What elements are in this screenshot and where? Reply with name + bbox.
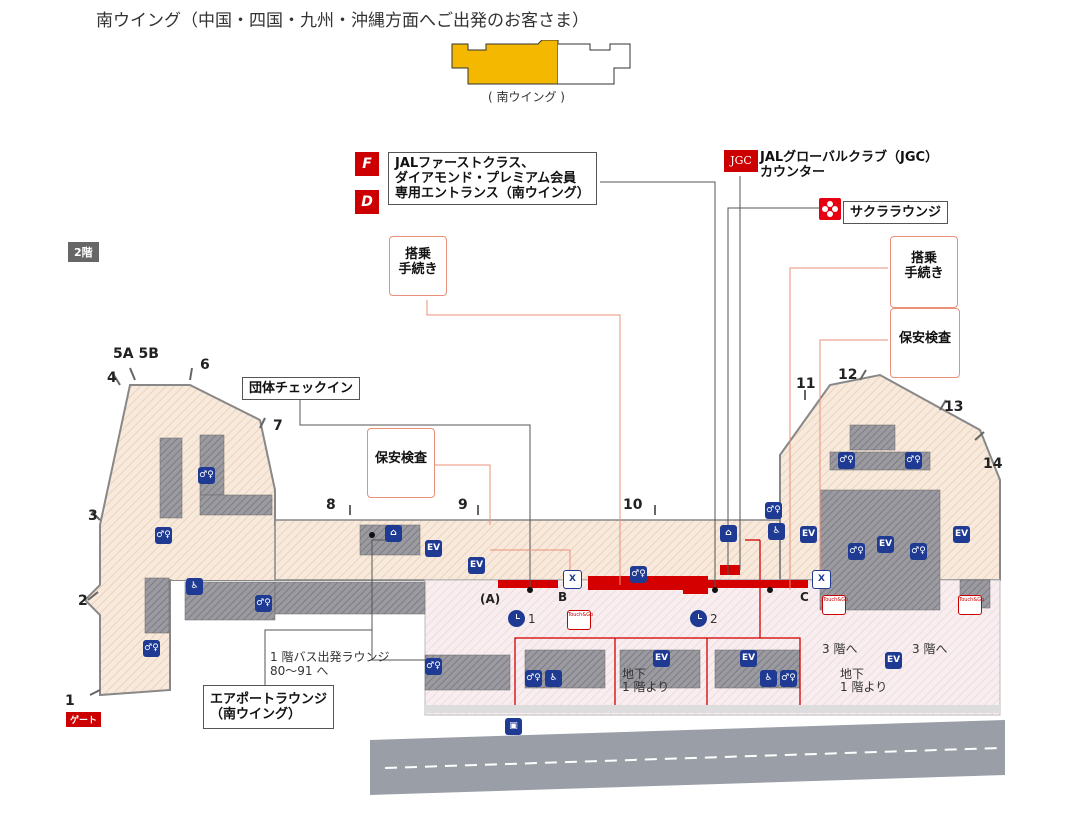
- gate-5: 5A 5B: [113, 346, 159, 362]
- counter-b: B: [558, 590, 568, 604]
- sakura-lounge-logo-icon: [819, 198, 841, 220]
- touch-and-go-icon: Touch&Go: [822, 595, 848, 615]
- clock-1-label: 1: [528, 612, 536, 626]
- wing-caption: ( 南ウイング ): [488, 90, 565, 104]
- gate-12: 12: [838, 367, 858, 383]
- gate-4: 4: [107, 370, 117, 386]
- restroom-icon: ♂♀: [905, 452, 922, 469]
- gate-11: 11: [796, 376, 816, 392]
- elevator-icon: EV: [653, 650, 670, 667]
- counter-c: C: [800, 590, 809, 604]
- gate-2: 2: [78, 593, 88, 609]
- lounge-icon: ⌂: [385, 525, 402, 542]
- lounge-icon: ⌂: [720, 525, 737, 542]
- elevator-icon: EV: [740, 650, 757, 667]
- restroom-icon: ♂♀: [525, 670, 542, 687]
- wheelchair-icon: ♿: [186, 578, 203, 595]
- gate-14: 14: [983, 456, 1003, 472]
- wing-locator-map: [451, 40, 631, 85]
- wheelchair-icon: ♿: [545, 670, 562, 687]
- kiosk-icon: X: [812, 570, 831, 589]
- counter-a: (A): [480, 592, 501, 606]
- restroom-icon: ♂♀: [780, 670, 797, 687]
- restroom-icon: ♂♀: [198, 467, 215, 484]
- gate-8: 8: [326, 497, 336, 513]
- checkin-counters: [498, 565, 808, 594]
- gate-6: 6: [200, 357, 210, 373]
- bus-icon: ▣: [505, 718, 522, 735]
- gate-1: 1: [65, 693, 75, 709]
- touch-and-go-icon: Touch&Go: [958, 595, 984, 615]
- road: [370, 720, 1005, 795]
- gate-7: 7: [273, 418, 283, 434]
- restroom-icon: ♂♀: [143, 640, 160, 657]
- kiosk-icon: X: [563, 570, 582, 589]
- floor3-label-1: 3 階へ: [822, 642, 858, 656]
- bus-lounge-label: 1 階バス出発ラウンジ 80〜91 へ: [270, 650, 390, 678]
- jgc-logo-icon: JGC: [724, 150, 758, 172]
- airport-lounge-callout: エアポートラウンジ （南ウイング）: [203, 685, 335, 729]
- restroom-icon: ♂♀: [630, 566, 647, 583]
- restroom-icon: ♂♀: [255, 595, 272, 612]
- restroom-icon: ♂♀: [155, 527, 172, 544]
- security-left-callout: 保安検査: [367, 428, 435, 498]
- wheelchair-icon: ♿: [768, 523, 785, 540]
- elevator-icon: EV: [885, 652, 902, 669]
- gate-3: 3: [88, 508, 98, 524]
- checkin-right-callout: 搭乗 手続き: [890, 236, 958, 308]
- leader-lines: [264, 176, 820, 685]
- elevator-icon: EV: [468, 557, 485, 574]
- gate-badge: ゲート: [66, 712, 102, 727]
- first-class-logo-icon: F: [355, 152, 379, 176]
- elevator-icon: EV: [800, 526, 817, 543]
- restroom-icon: ♂♀: [848, 543, 865, 560]
- touch-and-go-icon: Touch&Go: [567, 610, 593, 630]
- page-title: 南ウイング（中国・四国・九州・沖縄方面へご出発のお客さま）: [96, 11, 589, 31]
- restroom-icon: ♂♀: [765, 502, 782, 519]
- security-right-callout: 保安検査: [890, 308, 960, 378]
- diamond-premier-logo-icon: D: [355, 190, 379, 214]
- wheelchair-icon: ♿: [760, 670, 777, 687]
- orange-leaders: [426, 267, 888, 590]
- jgc-counter-callout: JALグローバルクラブ（JGC） カウンター: [760, 150, 939, 180]
- clock-2-label: 2: [710, 612, 718, 626]
- restroom-icon: ♂♀: [425, 658, 442, 675]
- gate-9: 9: [458, 497, 468, 513]
- restroom-icon: ♂♀: [910, 543, 927, 560]
- sakura-lounge-callout: サクララウンジ: [843, 201, 949, 224]
- gate-13: 13: [944, 399, 964, 415]
- elevator-icon: EV: [877, 536, 894, 553]
- basement-label-2: 地下 1 階より: [840, 667, 888, 694]
- first-class-entrance-callout: JALファーストクラス、 ダイアモンド・プレミアム会員 専用エントランス（南ウイ…: [388, 152, 597, 205]
- restroom-icon: ♂♀: [838, 452, 855, 469]
- elevator-icon: EV: [953, 526, 970, 543]
- clock-icon: [508, 610, 525, 627]
- clock-icon: [690, 610, 707, 627]
- floor3-label-2: 3 階へ: [912, 642, 948, 656]
- checkin-left-callout: 搭乗 手続き: [389, 236, 447, 296]
- left-pier-blocks: [144, 424, 991, 691]
- basement-label-1: 地下 1 階より: [622, 667, 670, 694]
- gate-10: 10: [623, 497, 643, 513]
- jetways: [87, 367, 985, 696]
- group-checkin-callout: 団体チェックイン: [242, 377, 361, 400]
- floor-badge: 2階: [68, 242, 99, 262]
- elevator-icon: EV: [425, 540, 442, 557]
